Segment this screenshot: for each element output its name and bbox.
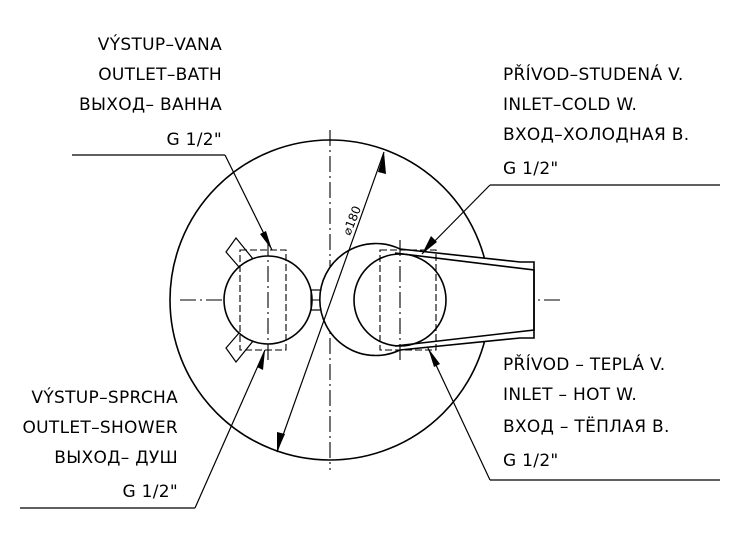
leader-shower-outlet	[20, 349, 266, 509]
mixer-lever	[319, 240, 535, 362]
bath-outlet-czech: VÝSTUP–VANA	[98, 33, 222, 55]
label-cold-inlet: PŘÍVOD–STUDENÁ V. INLET–COLD W. ВХОД–ХОЛ…	[503, 63, 689, 179]
hot-inlet-russian: ВХОД – ТЁПЛАЯ В.	[503, 416, 670, 437]
hot-inlet-size: G 1/2"	[503, 451, 559, 471]
shower-outlet-russian: ВЫХОД– ДУШ	[54, 448, 178, 468]
label-bath-outlet: VÝSTUP–VANA OUTLET–BATH ВЫХОД– ВАННА G 1…	[79, 33, 222, 150]
diverter-knob	[223, 237, 313, 363]
leader-bath-outlet	[72, 154, 273, 251]
bath-outlet-russian: ВЫХОД– ВАННА	[79, 95, 222, 115]
shower-outlet-size: G 1/2"	[122, 482, 178, 502]
bath-outlet-english: OUTLET–BATH	[98, 65, 222, 85]
shower-outlet-czech: VÝSTUP–SPRCHA	[31, 386, 178, 408]
shower-outlet-english: OUTLET–SHOWER	[22, 418, 178, 438]
leader-cold-inlet	[421, 184, 720, 255]
hot-inlet-czech: PŘÍVOD – TEPLÁ V.	[503, 353, 665, 375]
leader-hot-inlet	[427, 347, 720, 481]
hot-inlet-english: INLET – HOT W.	[503, 385, 637, 405]
bath-outlet-size: G 1/2"	[166, 130, 222, 150]
label-shower-outlet: VÝSTUP–SPRCHA OUTLET–SHOWER ВЫХОД– ДУШ G…	[22, 386, 178, 502]
label-hot-inlet: PŘÍVOD – TEPLÁ V. INLET – HOT W. ВХОД – …	[503, 353, 670, 471]
cold-inlet-english: INLET–COLD W.	[503, 95, 637, 115]
cold-inlet-czech: PŘÍVOD–STUDENÁ V.	[503, 63, 684, 85]
cold-inlet-russian: ВХОД–ХОЛОДНАЯ В.	[503, 125, 689, 145]
cold-inlet-size: G 1/2"	[503, 159, 559, 179]
diameter-label: ⌀180	[340, 204, 364, 237]
